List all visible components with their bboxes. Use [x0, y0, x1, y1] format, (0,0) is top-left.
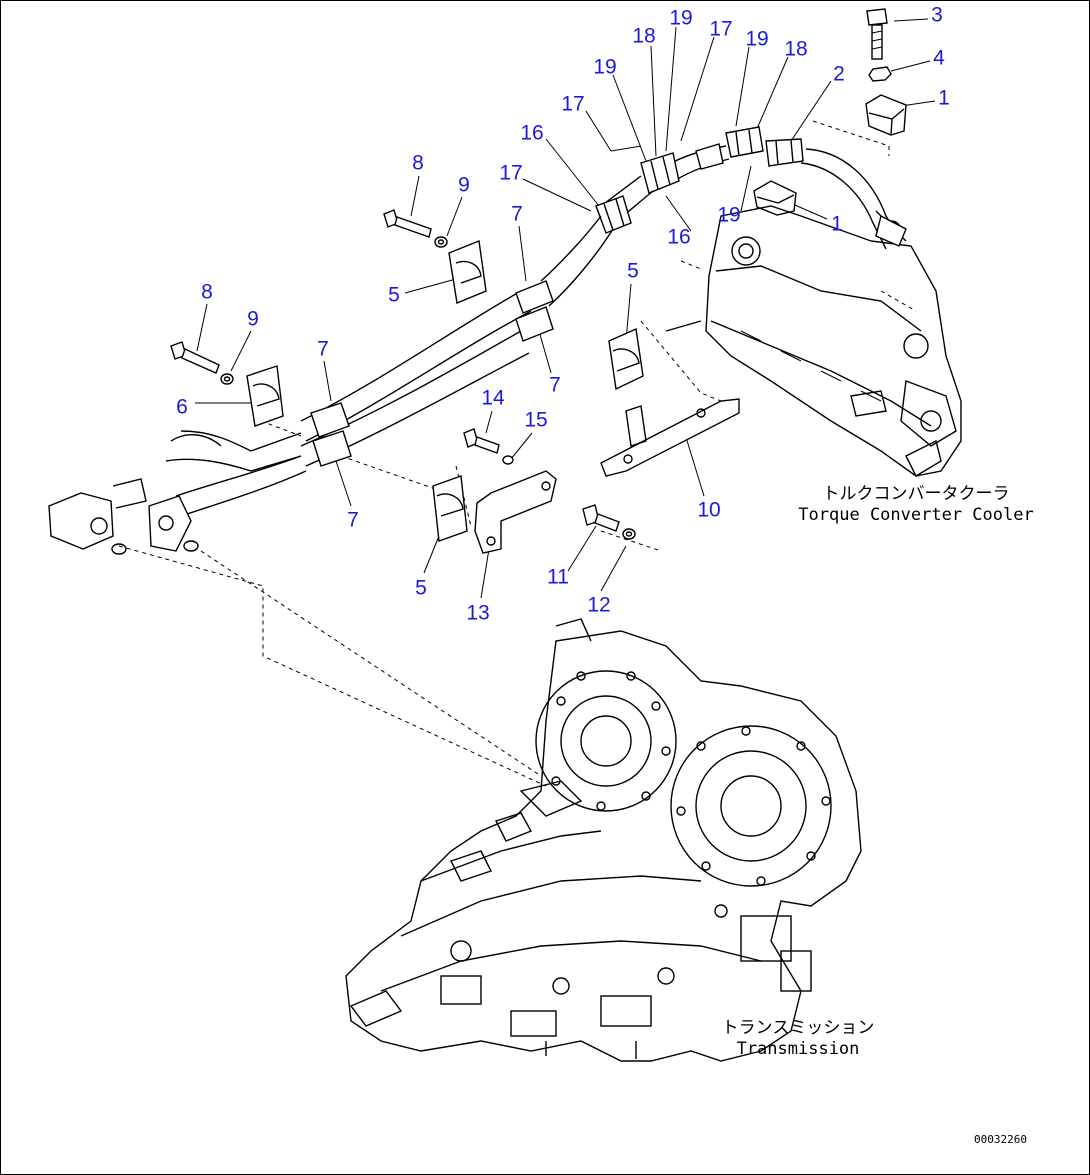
- callout-10: 10: [697, 498, 721, 522]
- clamp-6: [246, 365, 284, 427]
- callout-8: 8: [412, 151, 424, 175]
- torque-converter-caption: トルクコンバータクーラ Torque Converter Cooler: [798, 484, 1033, 527]
- nut-4: [868, 66, 892, 82]
- callout-7: 7: [347, 508, 359, 532]
- callout-2: 2: [833, 62, 845, 86]
- bracket-1-lower: [753, 180, 797, 216]
- callout-7: 7: [549, 373, 561, 397]
- transmission-label-en: Transmission: [736, 1039, 860, 1060]
- drawing-code: 00032260: [974, 1133, 1027, 1146]
- upper-hose-assembly: [540, 126, 907, 307]
- bracket-10: [600, 398, 740, 477]
- callout-19: 19: [593, 55, 617, 79]
- callout-12: 12: [587, 593, 611, 617]
- washer-15: [502, 455, 514, 465]
- main-hoses: [48, 280, 554, 555]
- callout-4: 4: [933, 46, 945, 70]
- leader-lines: [195, 18, 936, 599]
- clamp-5-right: [608, 327, 644, 391]
- callout-14: 14: [481, 386, 505, 410]
- torque-converter-label-en: Torque Converter Cooler: [798, 505, 1034, 526]
- callout-9: 9: [247, 307, 259, 331]
- callout-18: 18: [632, 24, 656, 48]
- callout-17: 17: [709, 17, 733, 41]
- callout-16: 16: [667, 225, 691, 249]
- callout-17: 17: [499, 161, 523, 185]
- washer-9-lower: [220, 373, 234, 385]
- torque-converter-cooler: [665, 205, 962, 477]
- bolt-8-lower: [170, 341, 220, 374]
- callout-18: 18: [784, 37, 808, 61]
- callout-3: 3: [931, 3, 943, 27]
- callout-1: 1: [938, 86, 950, 110]
- bolt-8-upper: [383, 209, 432, 238]
- clamp-5-upper: [448, 240, 487, 304]
- callout-7: 7: [317, 337, 329, 361]
- transmission-caption: トランスミッション Transmission: [722, 1018, 875, 1061]
- callout-13: 13: [466, 601, 490, 625]
- callout-7: 7: [511, 202, 523, 226]
- transmission-label-jp: トランスミッション: [721, 1018, 875, 1038]
- washer-12: [622, 528, 636, 540]
- bolt-3: [866, 8, 888, 60]
- washer-9-upper: [434, 236, 448, 248]
- callout-5: 5: [388, 283, 400, 307]
- callout-6: 6: [176, 395, 188, 419]
- clamp-5-lower: [432, 475, 468, 542]
- bolt-11: [582, 504, 620, 532]
- callout-15: 15: [524, 408, 548, 432]
- callout-16: 16: [520, 121, 544, 145]
- callout-19: 19: [717, 203, 741, 227]
- callout-9: 9: [458, 173, 470, 197]
- callout-1: 1: [831, 212, 843, 236]
- bracket-13: [474, 470, 557, 554]
- callout-5: 5: [627, 259, 639, 283]
- callout-11: 11: [547, 565, 569, 589]
- transmission: [345, 618, 862, 1062]
- callout-8: 8: [201, 280, 213, 304]
- torque-converter-label-jp: トルクコンバータクーラ: [822, 484, 1010, 504]
- callout-5: 5: [415, 576, 427, 600]
- callout-17: 17: [561, 92, 585, 116]
- bracket-1-top: [865, 94, 907, 136]
- bolt-14: [463, 428, 500, 454]
- callout-19: 19: [745, 27, 769, 51]
- callout-19: 19: [669, 6, 693, 30]
